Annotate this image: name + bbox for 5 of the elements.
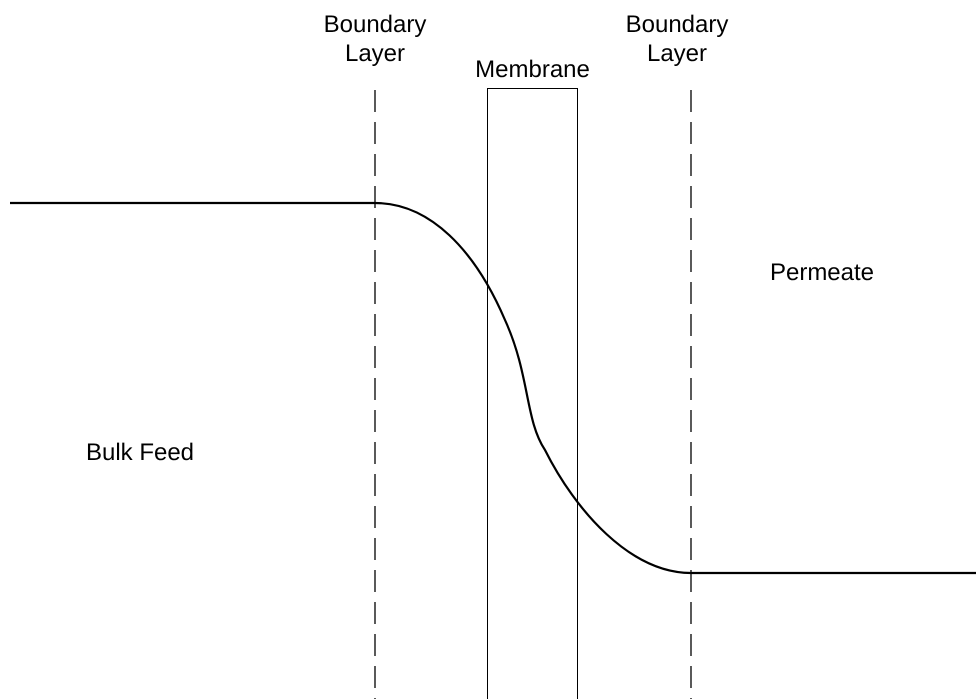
- bulk-feed-label: Bulk Feed: [86, 438, 194, 467]
- membrane-label: Membrane: [475, 55, 590, 84]
- boundary-layer-label: Boundary Layer: [624, 10, 730, 68]
- permeate-label: Permeate: [770, 258, 874, 287]
- boundary-layer-label: Boundary Layer: [322, 10, 428, 68]
